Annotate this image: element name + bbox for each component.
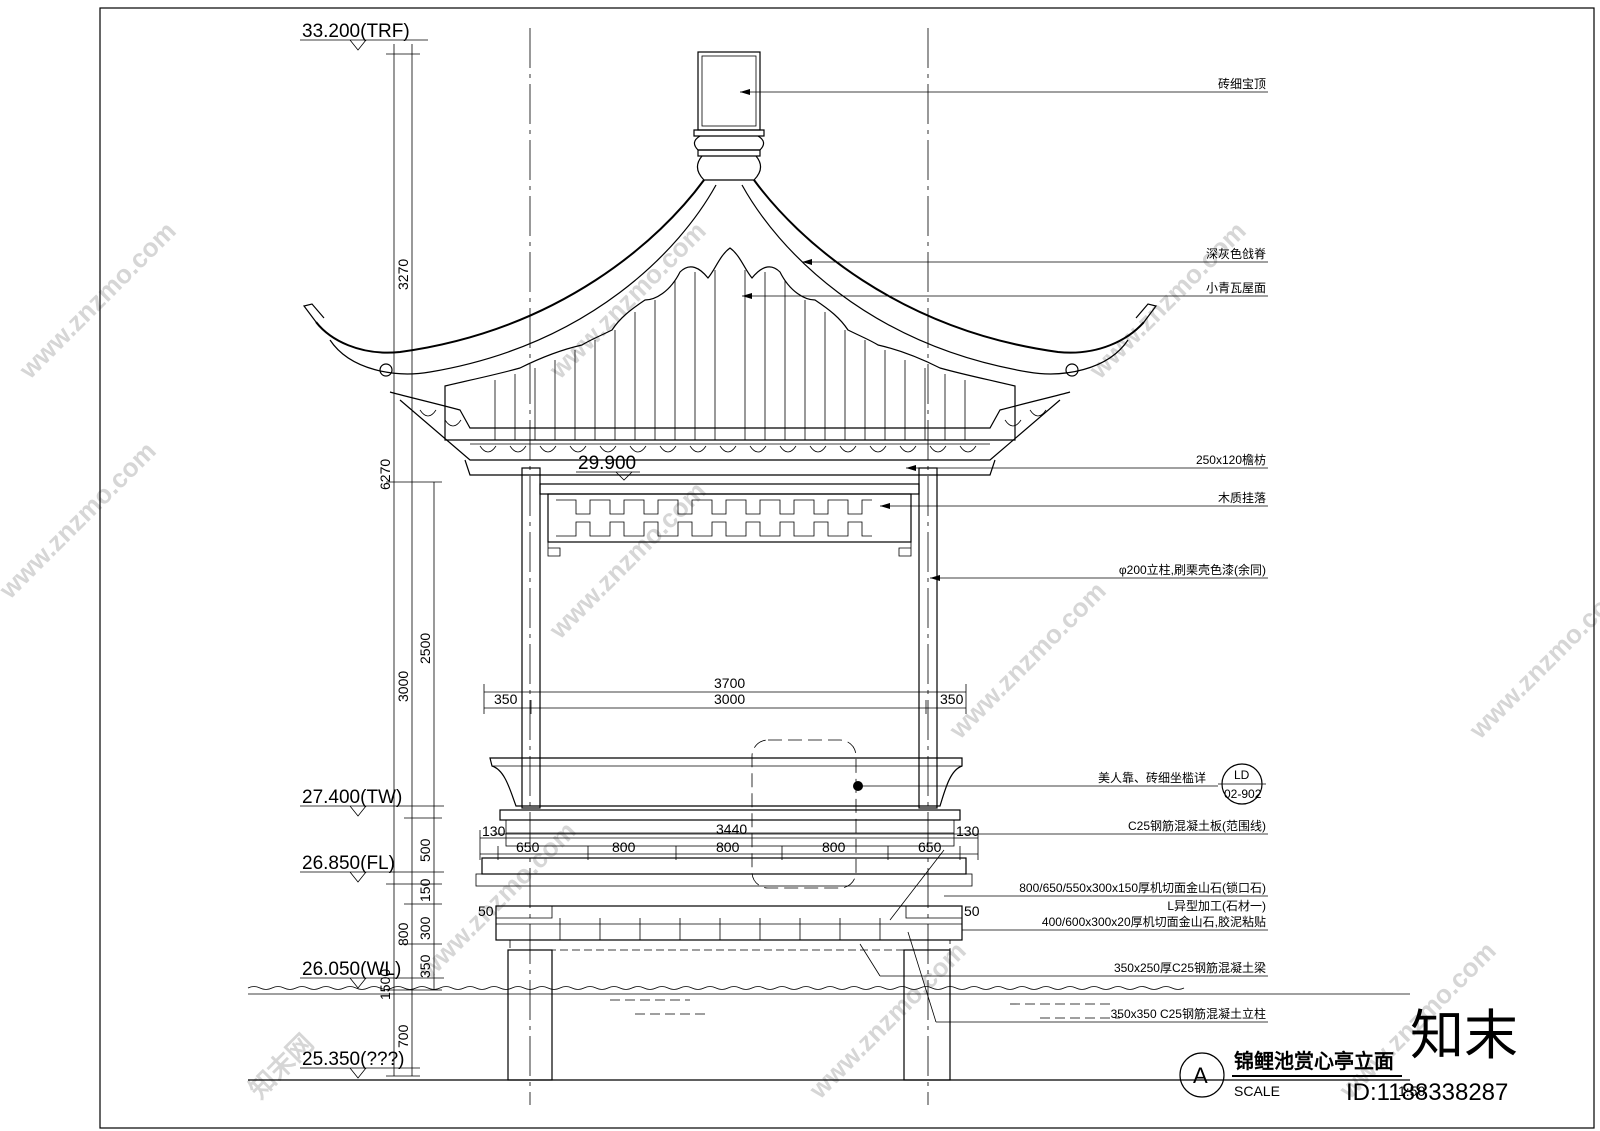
dim-800: 800 [395,922,411,946]
watermark-logo: 知末 [1410,1006,1518,1066]
bench-back [489,757,963,807]
scale-label: SCALE [1234,1083,1280,1099]
annotation-l-stone: L异型加工(石材一) [1167,899,1266,913]
roof [302,51,1158,476]
title-block: A 锦鲤池赏心亭立面 SCALE 1:50 [1179,1049,1425,1099]
dim-3000: 3000 [395,671,411,702]
dim-6270: 6270 [377,459,393,490]
dim-650-right: 650 [918,839,942,855]
lattice-panel [547,493,912,543]
scale-value: 1:50 [1398,1083,1425,1099]
elevation-base: 25.350(???) [302,1049,404,1070]
dim-650-left: 650 [516,839,540,855]
elevation-wl: 26.050(WL) [302,959,401,980]
dashed-detail-outline [751,739,857,889]
horizontal-dimensions: 3700 350 3000 350 3440 130 130 650 800 8… [478,675,980,919]
watermark-layer: www.znzmo.com www.znzmo.com www.znzmo.co… [0,216,1600,1105]
leader-lines [494,91,1268,1023]
title-marker: A [1193,1063,1208,1088]
detail-reference: LD 02-902 [1218,763,1266,805]
elevation-top: 33.200(TRF) [302,21,410,42]
dim-350-left: 350 [494,691,518,707]
dim-3700: 3700 [714,675,745,691]
column-left [521,467,541,809]
pavilion-structure [521,467,938,809]
dim-800-c: 800 [822,839,846,855]
dim-3270: 3270 [395,259,411,290]
roof-panel [444,247,1016,441]
elevation-fl: 26.850(FL) [302,853,395,874]
leader-arrowheads [740,89,940,791]
dim-50-left: 50 [478,903,494,919]
dim-700: 700 [395,1024,411,1048]
finial-block [697,51,761,131]
watermark-text: www.znzmo.com [542,216,711,385]
tile-ribs [494,270,966,440]
drip-tile-row [419,409,1047,453]
dim-130-right: 130 [956,823,980,839]
annotation-tile-roof: 小青瓦屋面 [1206,281,1266,295]
watermark-text: www.znzmo.com [0,436,162,605]
annotations: 砖细宝顶 深灰色戗脊 小青瓦屋面 250x120檐枋 木质挂落 φ200立柱,刷… [1019,76,1266,1021]
dim-3000-h: 3000 [714,691,745,707]
dim-2500: 2500 [417,633,433,664]
eave-tiles [389,391,1071,429]
dim-350-right: 350 [940,691,964,707]
elevation-eave: 29.900 [578,453,636,474]
annotation-column: φ200立柱,刷栗壳色漆(余同) [1119,562,1266,577]
watermark-text: www.znzmo.com [12,216,181,385]
detail-ref-top: LD [1234,768,1250,782]
watermark-id: ID:1188338287 [1346,1079,1508,1106]
water-line [247,986,1410,1019]
drawing-frame [99,7,1595,1129]
annotation-wood-lattice: 木质挂落 [1218,491,1266,505]
dim-300: 300 [417,916,433,940]
annotation-hip-ridge: 深灰色戗脊 [1206,247,1266,261]
eave-beam [539,483,920,495]
elevation-markers: 33.200(TRF) 29.900 27.400(TW) 26.850(FL)… [300,21,640,1079]
watermark-text: www.znzmo.com [412,816,581,985]
annotation-concrete-column: 350x350 C25钢筋混凝土立柱 [1111,1006,1266,1021]
annotation-brick-finial: 砖细宝顶 [1218,76,1266,91]
elevation-tw: 27.400(TW) [302,787,402,808]
ridge-right [753,179,1145,354]
dim-500: 500 [417,838,433,862]
platform-base [495,905,963,941]
annotation-concrete-beam: 350x250厚C25钢筋混凝土梁 [1114,960,1266,975]
drawing-title: 锦鲤池赏心亭立面 [1234,1049,1394,1073]
detail-ref-bottom: 02-902 [1224,787,1262,801]
dim-800-b: 800 [716,839,740,855]
watermark-text: www.znzmo.com [542,476,711,645]
vertical-dimensions: 3270 6270 3000 2500 500 150 800 300 350 … [377,44,442,1077]
annotation-bench: 美人靠、砖细坐槛详 [1098,770,1206,785]
watermark-text: www.znzmo.com [942,576,1111,745]
ridge-left [315,179,705,354]
dim-350: 350 [417,954,433,978]
annotation-concrete-slab: C25钢筋混凝土板(范围线) [1128,818,1266,833]
title-marker-circle [1179,1052,1225,1098]
dim-800-a: 800 [612,839,636,855]
dim-3440: 3440 [716,821,747,837]
dim-50-right: 50 [964,903,980,919]
seat-slab [499,809,961,821]
annotation-eave-beam: 250x120檐枋 [1196,452,1266,467]
dim-150: 150 [417,878,433,902]
annotation-stone-cladding: 400/600x300x20厚机切面金山石,胶泥粘贴 [1042,914,1266,929]
dim-1500: 1500 [377,969,393,1000]
annotation-coping-stone: 800/650/550x300x150厚机切面金山石(锁口石) [1019,880,1266,895]
watermark-text: www.znzmo.com [1462,576,1600,745]
dim-130-left: 130 [482,823,506,839]
lattice-pattern [556,499,872,515]
